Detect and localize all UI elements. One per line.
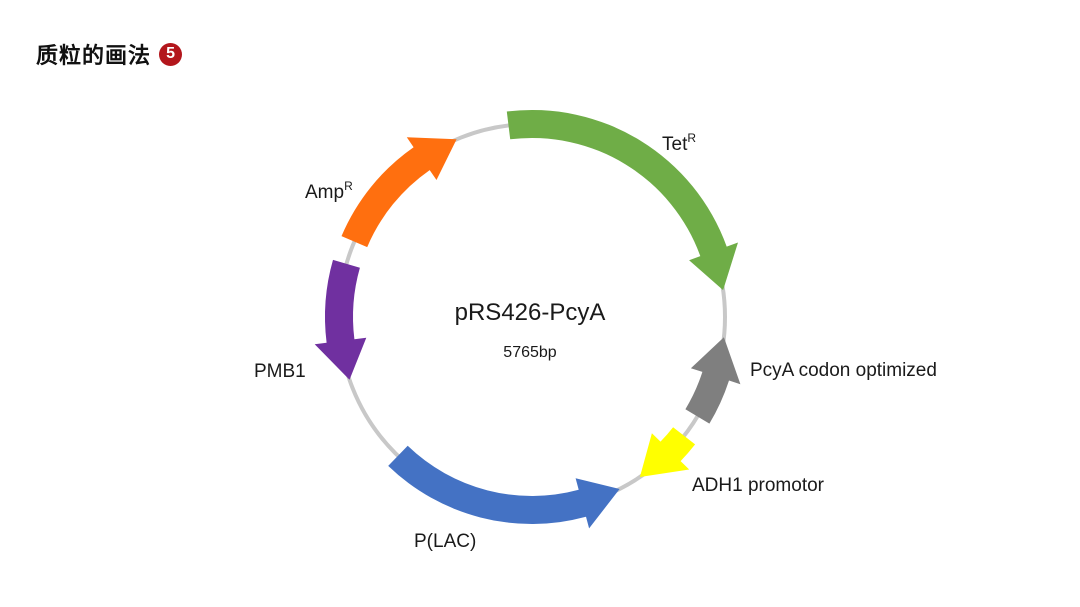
feature-label-tet: TetR xyxy=(662,131,696,155)
plasmid-name: pRS426-PcyA xyxy=(455,299,606,326)
feature-arc-pcya xyxy=(685,337,741,424)
title-text: 质粒的画法 xyxy=(36,44,152,69)
feature-arc-amp xyxy=(341,137,457,248)
plasmid-size: 5765bp xyxy=(503,344,556,361)
feature-label-pmb1: PMB1 xyxy=(254,361,306,382)
feature-arc-tet xyxy=(506,109,738,291)
feature-arcs xyxy=(314,109,741,529)
feature-label-amp-sup: R xyxy=(344,179,353,193)
step-number-badge: 5 xyxy=(159,42,183,66)
page-title: 质粒的画法 5 xyxy=(36,38,183,70)
feature-label-pcya: PcyA codon optimized xyxy=(750,360,937,381)
feature-label-adh1: ADH1 promotor xyxy=(692,475,825,496)
feature-arc-plac xyxy=(388,445,620,529)
feature-arc-pmb1 xyxy=(314,259,367,380)
feature-arc-adh1 xyxy=(639,427,696,477)
feature-label-tet-main: Tet xyxy=(662,134,688,155)
feature-label-plac: P(LAC) xyxy=(414,531,476,552)
feature-label-tet-sup: R xyxy=(687,131,696,145)
feature-label-amp-main: Amp xyxy=(305,182,344,203)
feature-label-amp: AmpR xyxy=(305,179,353,203)
